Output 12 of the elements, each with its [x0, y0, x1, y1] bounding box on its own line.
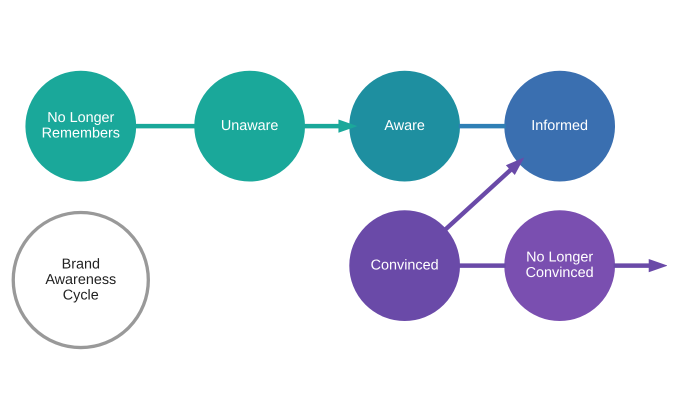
node-circle: No Longer Convinced: [504, 210, 615, 320]
node-circle: Convinced: [349, 210, 460, 320]
connector: [458, 123, 506, 128]
node-circle: No Longer Remembers: [25, 70, 136, 181]
arrow: [444, 156, 524, 231]
node-circle: Brand Awareness Cycle: [12, 210, 150, 349]
node-circle: Unaware: [194, 70, 305, 181]
node-circle: Aware: [349, 70, 460, 181]
connector: [134, 123, 196, 128]
arrow: [614, 258, 667, 272]
connector: [458, 262, 506, 268]
arrow: [304, 119, 358, 132]
